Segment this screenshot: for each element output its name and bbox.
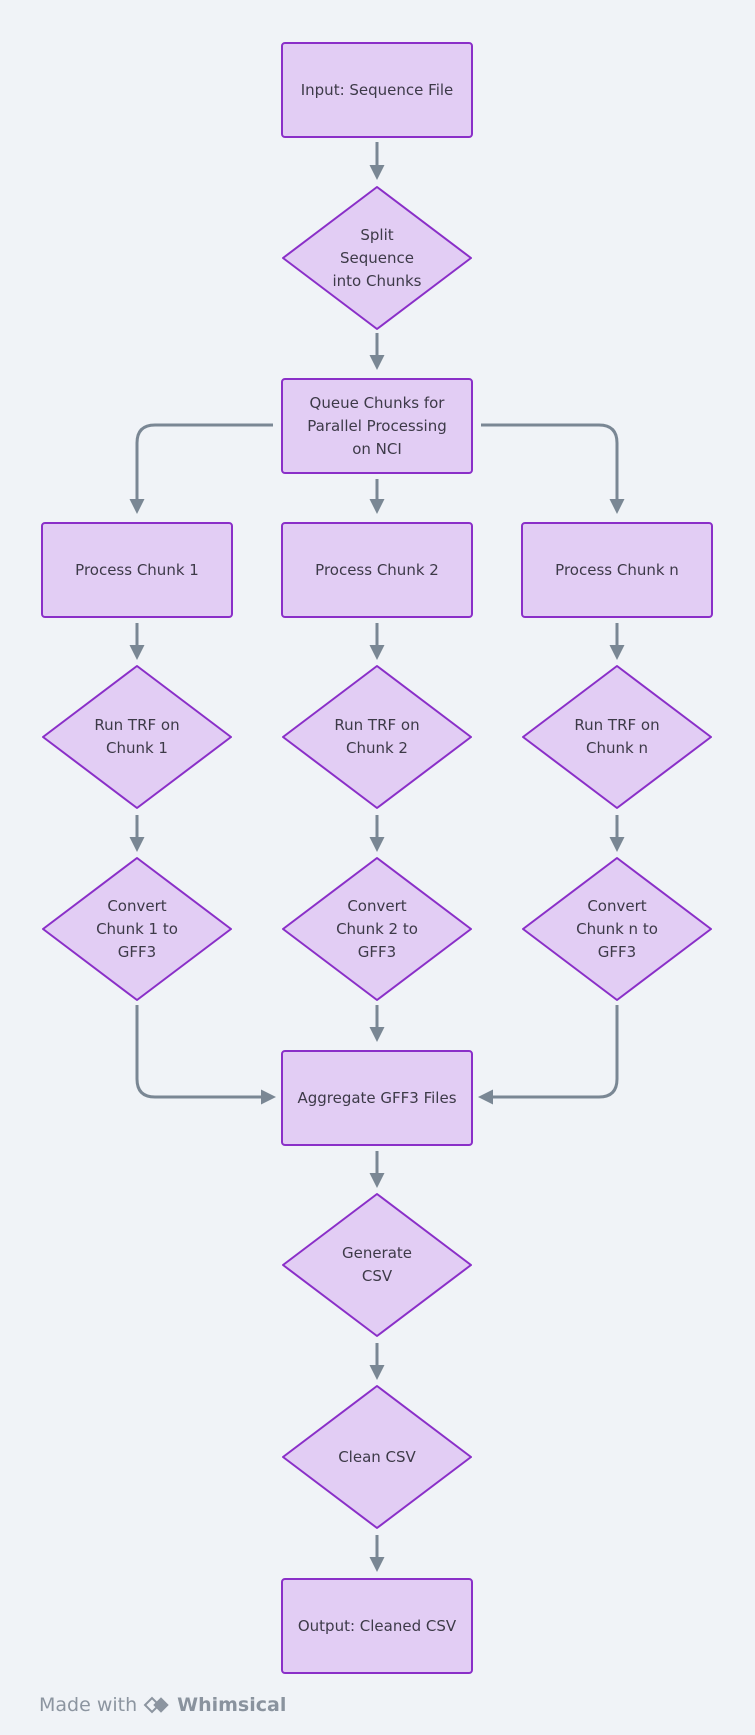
made-with-whimsical-badge[interactable]: Made with Whimsical	[39, 1691, 286, 1719]
edge-queue-to-proc1	[129, 423, 273, 514]
node-conv2-decision[interactable]	[282, 857, 472, 1001]
node-trf1-decision[interactable]	[42, 665, 232, 809]
node-split-decision[interactable]	[282, 186, 472, 330]
nodes-layer	[41, 42, 713, 1674]
edges-layer	[129, 142, 625, 1572]
node-trf2-decision[interactable]	[282, 665, 472, 809]
node-conv1-decision[interactable]	[42, 857, 232, 1001]
edge-queue-to-procn	[481, 423, 625, 514]
edge-convn-to-agg	[478, 1005, 619, 1105]
node-proc2-box[interactable]	[281, 522, 473, 618]
node-trfn-decision[interactable]	[522, 665, 712, 809]
node-procn-box[interactable]	[521, 522, 713, 618]
node-queue-box[interactable]	[281, 378, 473, 474]
node-proc1-box[interactable]	[41, 522, 233, 618]
node-clean-decision[interactable]	[282, 1385, 472, 1529]
edge-conv1-to-agg	[135, 1005, 276, 1105]
node-convn-decision[interactable]	[522, 857, 712, 1001]
node-output-box[interactable]	[281, 1578, 473, 1674]
node-input-box[interactable]	[281, 42, 473, 138]
node-csv-decision[interactable]	[282, 1193, 472, 1337]
node-agg-box[interactable]	[281, 1050, 473, 1146]
footer-brand: Whimsical	[177, 1694, 287, 1716]
footer-prefix: Made with	[39, 1694, 138, 1716]
whimsical-logo-icon	[143, 1696, 169, 1714]
